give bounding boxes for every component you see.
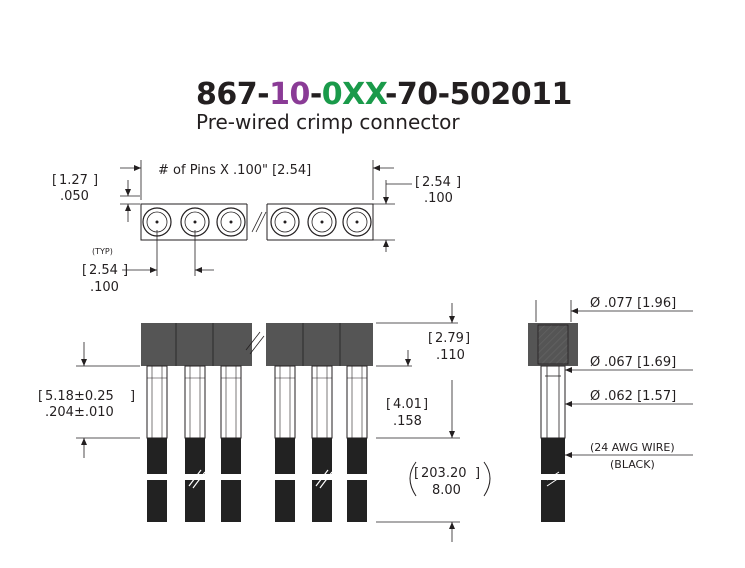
part-length-code: 0XX bbox=[321, 77, 386, 112]
front-view: [ 2.79 ] .110 [ 4.01 ] .158 [ 5.18±0.25 … bbox=[38, 303, 491, 542]
top-left-bracket-open: [ bbox=[52, 173, 57, 188]
d1-label: .077 [1.96] bbox=[604, 296, 676, 311]
top-left-mm: 1.27 bbox=[59, 173, 88, 188]
top-right-in: .100 bbox=[424, 191, 453, 206]
typ-bracket-open: [ bbox=[82, 263, 87, 278]
total-in: .204±.010 bbox=[45, 405, 114, 420]
top-pin-center bbox=[283, 220, 287, 224]
typ-in: .100 bbox=[90, 280, 119, 295]
side-wire-bottom bbox=[541, 480, 565, 522]
top-pin-hole bbox=[311, 211, 333, 233]
total-mm: 5.18±0.25 bbox=[45, 389, 114, 404]
top-right-bracket-open: [ bbox=[415, 175, 420, 190]
wire-gauge-label: (24 AWG WIRE) bbox=[590, 441, 675, 454]
d3-label: .062 [1.57] bbox=[604, 389, 676, 404]
top-pin-hole bbox=[220, 211, 242, 233]
total-bracket-open: [ bbox=[38, 389, 43, 404]
front-pin bbox=[346, 365, 368, 439]
front-pin bbox=[184, 365, 206, 439]
top-pin-center bbox=[229, 220, 233, 224]
top-pin-center bbox=[193, 220, 197, 224]
part-number: 867-10-0XX-70-502011 bbox=[196, 77, 572, 112]
pin-in: .158 bbox=[393, 414, 422, 429]
total-bracket-close: ] bbox=[130, 389, 135, 404]
wire-bracket-close: ] bbox=[475, 466, 480, 481]
top-left-bracket-close: ] bbox=[93, 173, 98, 188]
wire-paren-open bbox=[409, 461, 417, 497]
pin-bracket-close: ] bbox=[423, 397, 428, 412]
d3-diameter-symbol: Ø bbox=[590, 389, 600, 404]
pitch-label: # of Pins X .100" [2.54] bbox=[158, 163, 311, 178]
side-pin bbox=[540, 365, 566, 439]
top-pin-center bbox=[320, 220, 324, 224]
side-wire-top bbox=[541, 438, 565, 474]
wire-bracket-open: [ bbox=[414, 466, 419, 481]
typ-mm: 2.54 bbox=[89, 263, 118, 278]
wire-mm: 203.20 bbox=[421, 466, 467, 481]
part-suffix: -70-502011 bbox=[384, 77, 572, 112]
pin-bracket-open: [ bbox=[386, 397, 391, 412]
d1-diameter-symbol: Ø bbox=[590, 296, 600, 311]
top-pin-center bbox=[355, 220, 359, 224]
top-pin-hole bbox=[346, 211, 368, 233]
side-view: Ø .077 [1.96] Ø .067 [1.69] Ø .062 [1.57… bbox=[528, 296, 693, 522]
housing-in: .110 bbox=[436, 348, 465, 363]
housing-mm: 2.79 bbox=[435, 331, 464, 346]
front-pin bbox=[311, 365, 333, 439]
housing-bracket-close: ] bbox=[465, 331, 470, 346]
d2-label: .067 [1.69] bbox=[604, 355, 676, 370]
front-pin bbox=[220, 365, 242, 439]
top-pin-center bbox=[155, 220, 159, 224]
typ-bracket-close: ] bbox=[123, 263, 128, 278]
top-right-bracket-close: ] bbox=[456, 175, 461, 190]
top-view: [ 1.27 ] .050 # of Pins X .100" [2.54] [… bbox=[52, 160, 461, 295]
front-pin bbox=[146, 365, 168, 439]
housing-bracket-open: [ bbox=[428, 331, 433, 346]
pin-mm: 4.01 bbox=[393, 397, 422, 412]
part-prefix: 867- bbox=[196, 77, 270, 112]
top-pin-hole bbox=[274, 211, 296, 233]
d2-diameter-symbol: Ø bbox=[590, 355, 600, 370]
top-left-in: .050 bbox=[60, 189, 89, 204]
wire-color-label: (BLACK) bbox=[610, 458, 655, 471]
wire-paren-close bbox=[483, 461, 491, 497]
subtitle: Pre-wired crimp connector bbox=[196, 110, 460, 134]
top-right-mm: 2.54 bbox=[422, 175, 451, 190]
part-dash: - bbox=[309, 77, 322, 112]
typ-label: (TYP) bbox=[92, 247, 113, 256]
front-pin bbox=[274, 365, 296, 439]
wire-in: 8.00 bbox=[432, 483, 461, 498]
part-pins-code: 10 bbox=[269, 77, 310, 112]
side-housing-section bbox=[537, 324, 569, 365]
